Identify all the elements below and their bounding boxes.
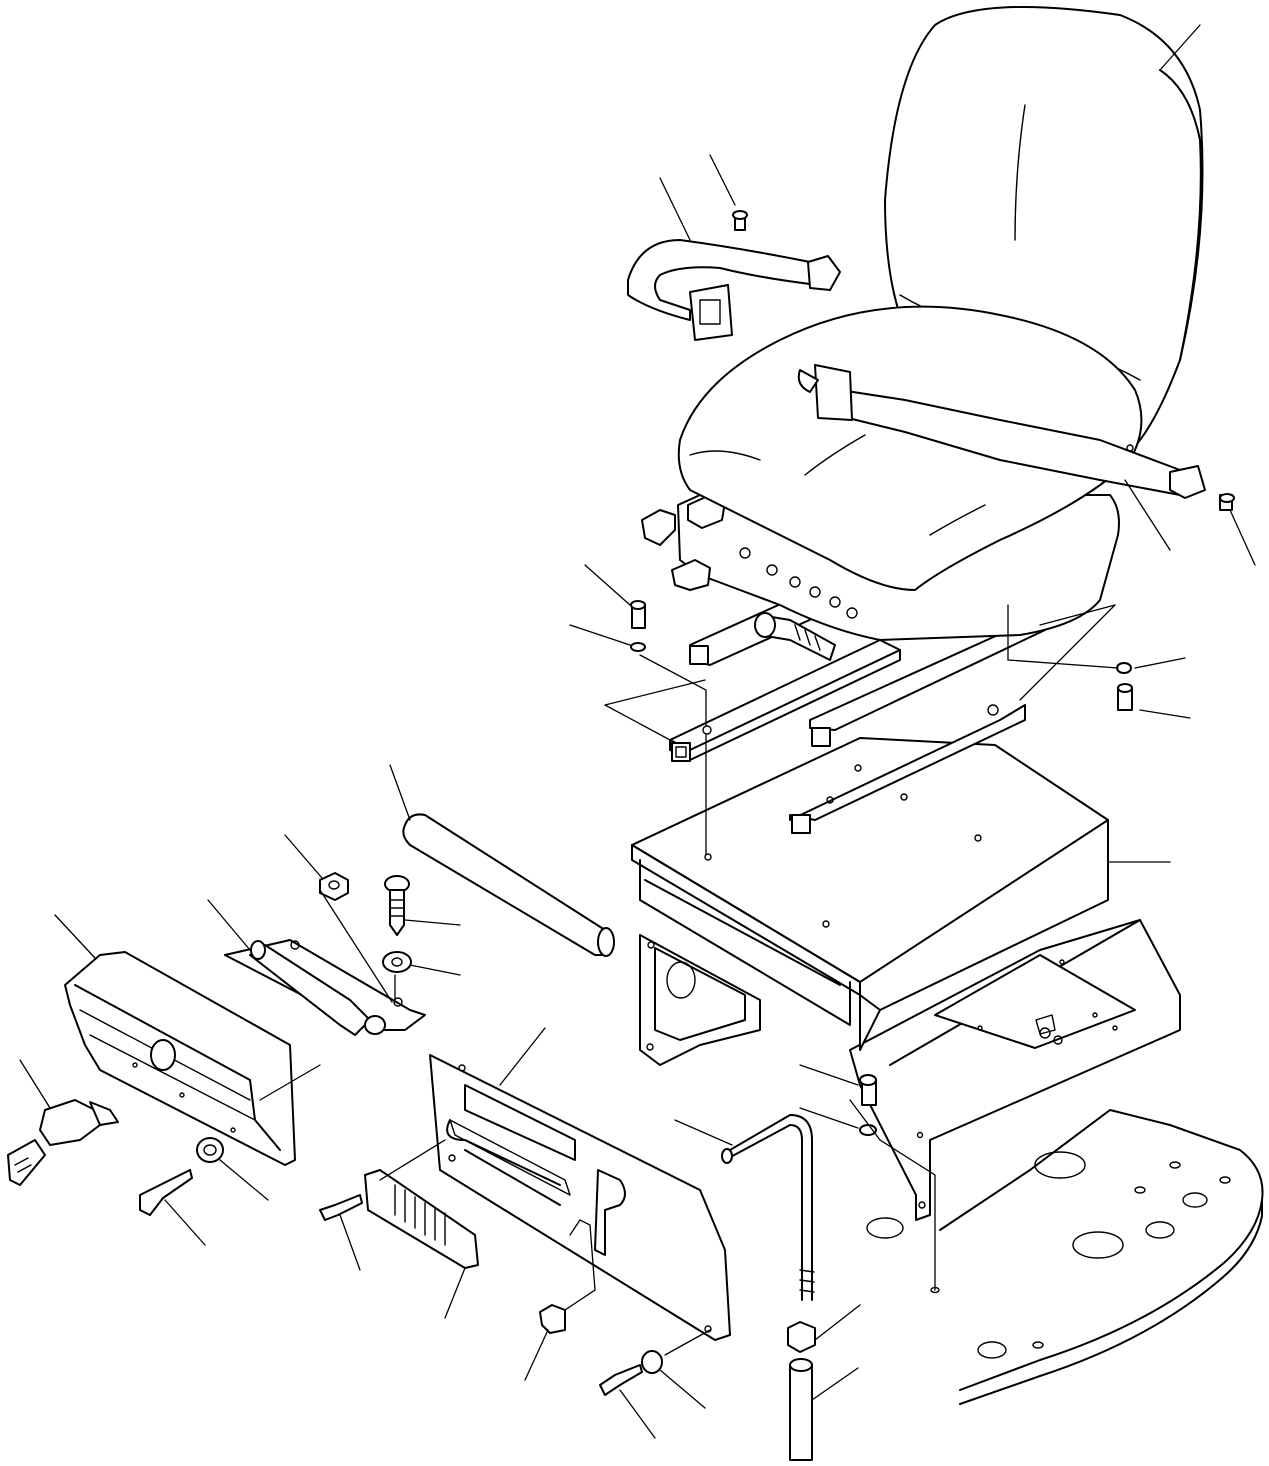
storage-box bbox=[65, 952, 295, 1165]
seat-pedestal-box bbox=[632, 738, 1180, 1220]
edge-trim bbox=[403, 814, 614, 956]
rod-and-spacer bbox=[722, 1115, 815, 1460]
alignment-lines bbox=[260, 605, 1118, 1355]
seat-belt bbox=[628, 240, 840, 340]
side-panel bbox=[430, 1055, 730, 1340]
callout-leaders bbox=[20, 25, 1255, 1438]
vent-grille bbox=[365, 1170, 478, 1268]
hinge bbox=[225, 940, 425, 1035]
hardware bbox=[8, 211, 1234, 1395]
seat bbox=[642, 7, 1205, 640]
floor-plate bbox=[867, 1110, 1263, 1404]
